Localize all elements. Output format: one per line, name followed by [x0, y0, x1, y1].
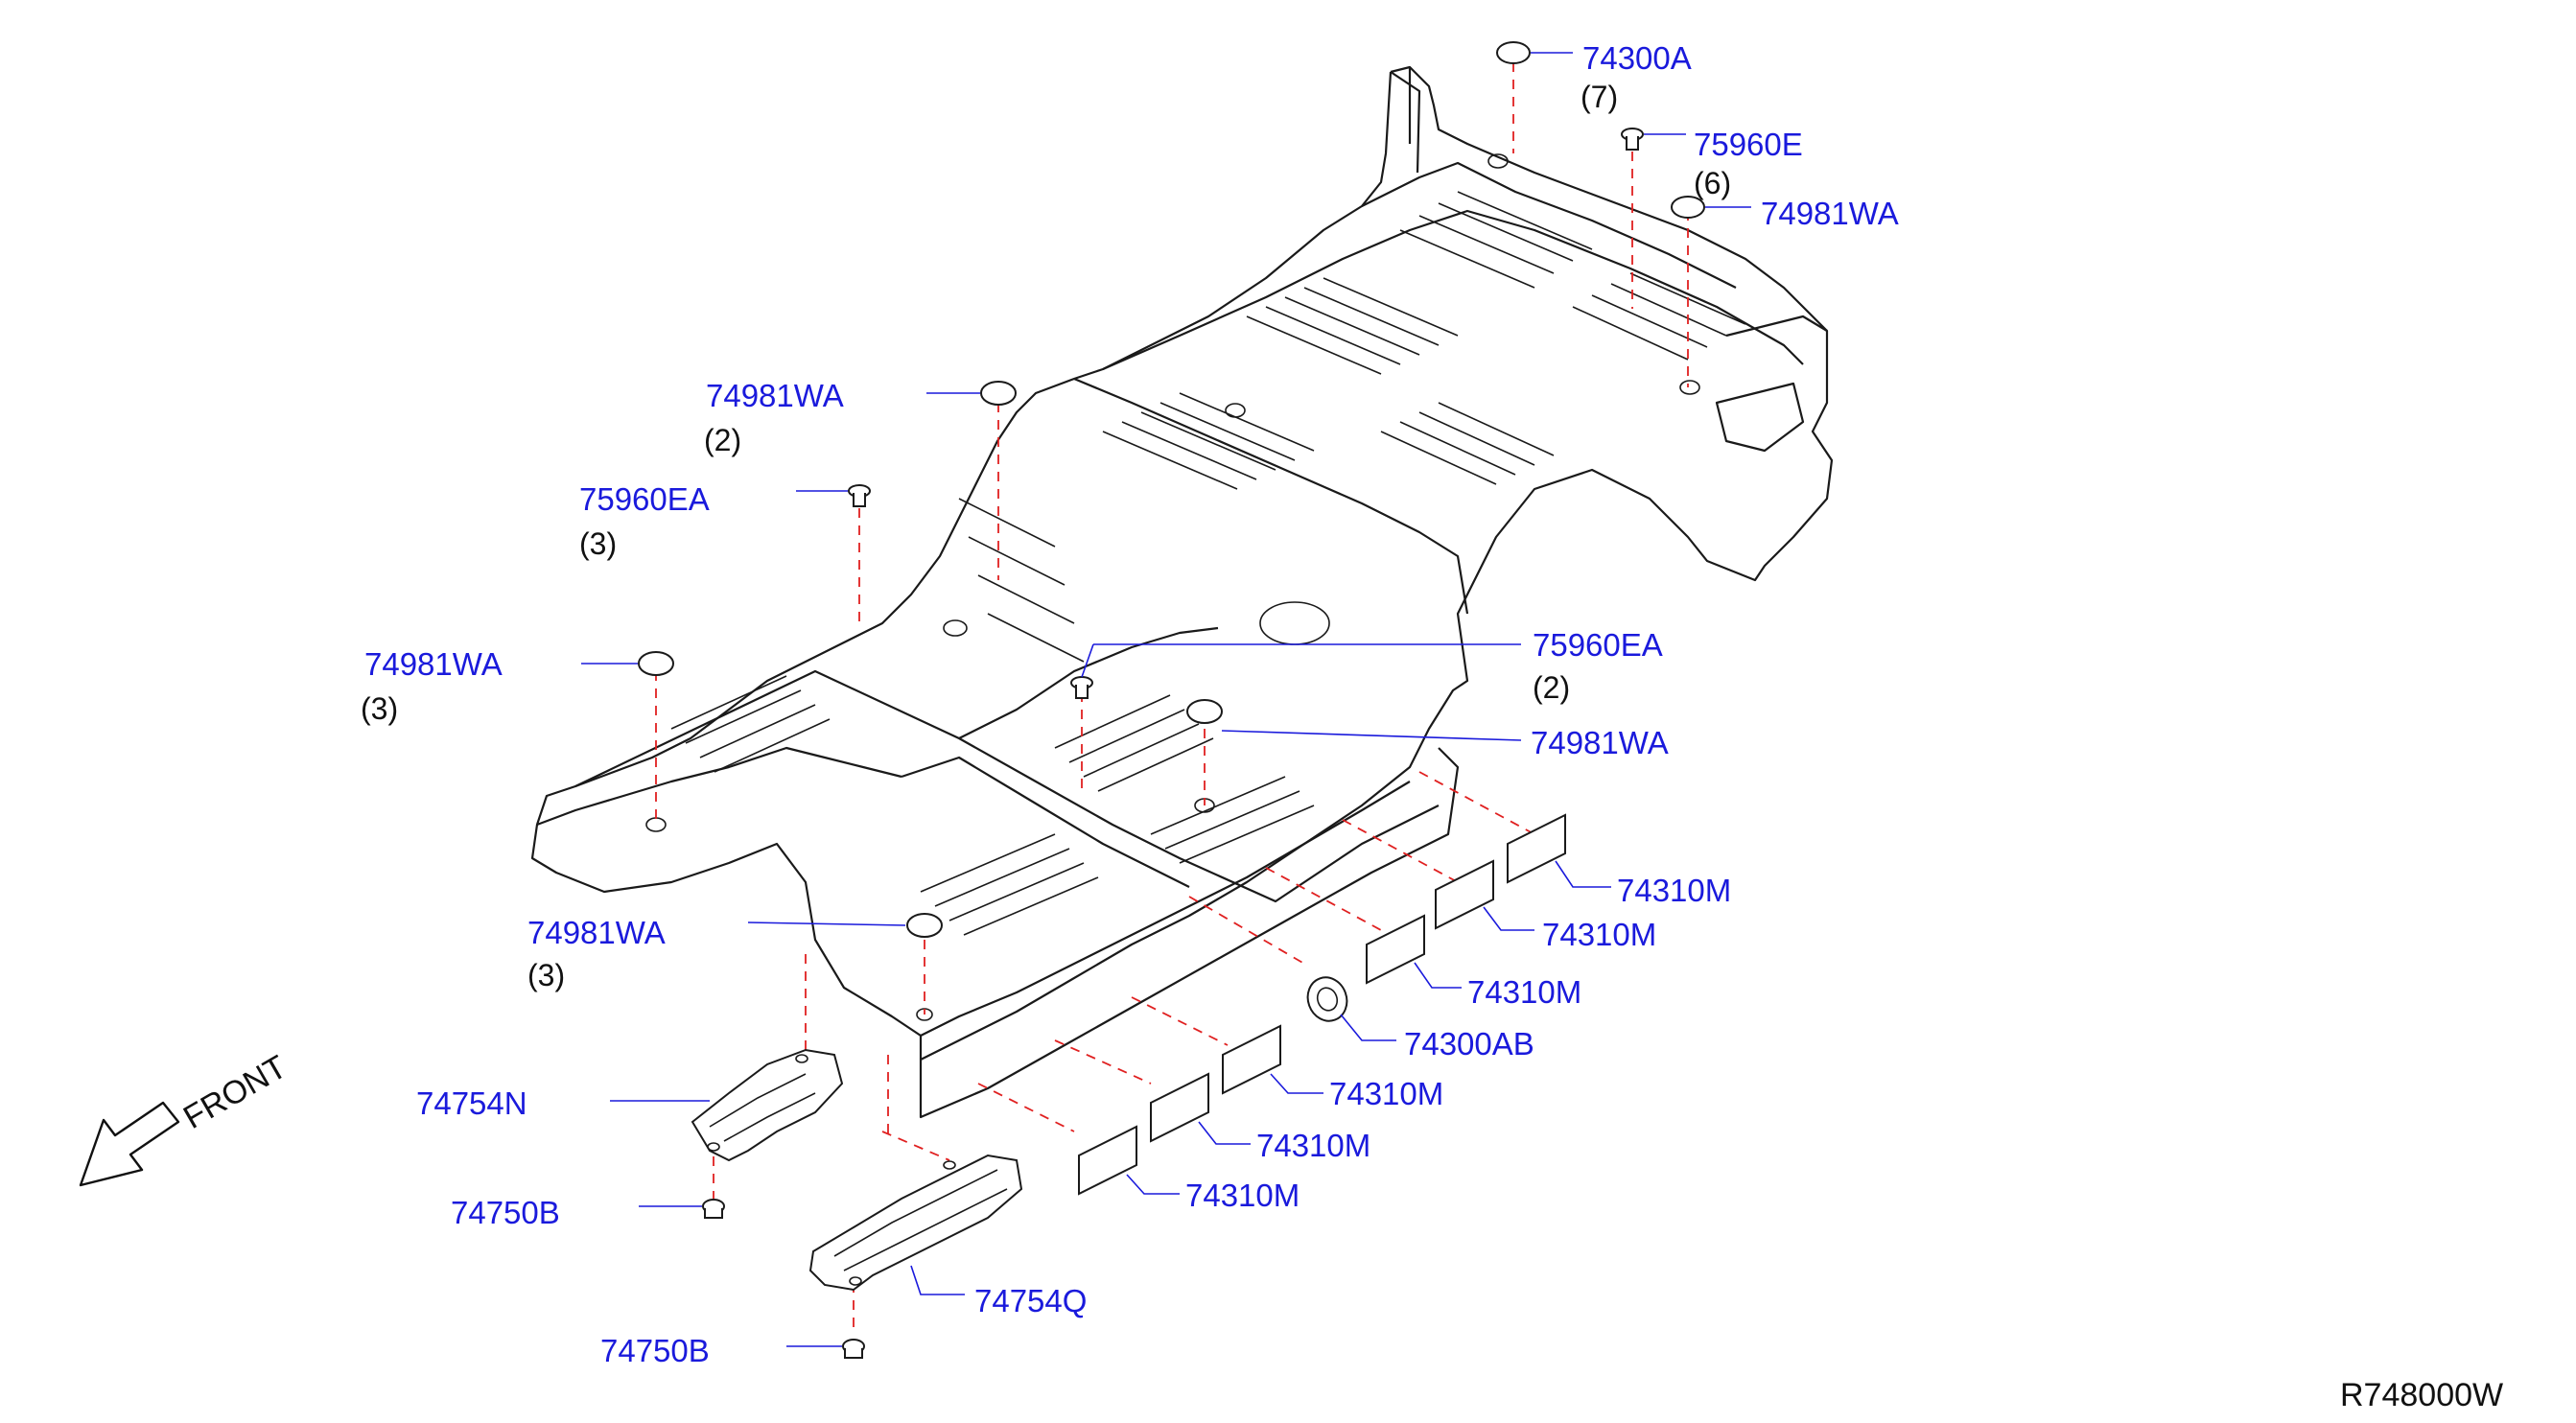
heat-shield-74754Q [808, 1154, 1023, 1292]
label-74300AB: 74300AB [1404, 1026, 1534, 1061]
reference-code: R748000W [2340, 1377, 2503, 1413]
clip-75960EA-left [848, 484, 871, 507]
pad-74310M-4 [1222, 1024, 1281, 1095]
label-74310M-6: 74310M [1185, 1178, 1300, 1213]
plug-74300AB [1306, 976, 1348, 1022]
qty-74981WA-left: (2) [704, 423, 741, 457]
label-74310M-3: 74310M [1467, 974, 1581, 1010]
nut-74750B-1 [702, 1199, 725, 1219]
qty-75960E: (6) [1694, 166, 1731, 200]
qty-74981WA-front: (3) [527, 958, 565, 992]
pad-74310M-3 [1366, 914, 1425, 985]
heat-shield-74754N [691, 1048, 844, 1162]
grommet-74981WA-rear [1671, 196, 1705, 219]
alignment-dashes [655, 62, 1689, 1328]
qty-74981WA-mid: (3) [361, 691, 398, 726]
small-parts [638, 41, 1705, 1359]
label-74981WA-mid: 74981WA [364, 646, 503, 682]
grommet-74981WA-front [906, 913, 943, 938]
grommet-74981WA-left [980, 381, 1017, 406]
label-74981WA-rear: 74981WA [1761, 196, 1899, 231]
label-74754Q: 74754Q [974, 1283, 1087, 1318]
callout-labels: 74300A (7) 75960E (6) 74981WA 74981WA (2… [361, 40, 1899, 1368]
pad-74310M-1 [1507, 813, 1566, 884]
qty-75960EA-left: (3) [579, 526, 617, 561]
leader-lines [581, 52, 1751, 1347]
qty-74300A: (7) [1581, 80, 1618, 114]
label-74981WA-front: 74981WA [527, 915, 666, 950]
label-74754N: 74754N [416, 1085, 527, 1121]
label-74750B-1: 74750B [451, 1195, 560, 1230]
label-74981WA-left: 74981WA [706, 378, 844, 413]
label-75960E: 75960E [1694, 127, 1803, 162]
front-arrow-icon [79, 1101, 180, 1187]
clip-75960EA-right [1070, 676, 1093, 699]
grommet-74981WA-right [1186, 699, 1223, 724]
front-direction-indicator: FRONT [79, 1048, 293, 1187]
nut-74750B-2 [842, 1339, 865, 1359]
label-74981WA-right: 74981WA [1531, 725, 1669, 760]
grommet-74981WA-mid [638, 651, 674, 676]
label-74310M-1: 74310M [1617, 873, 1731, 908]
label-74750B-2: 74750B [600, 1333, 710, 1368]
clip-75960E [1621, 128, 1644, 151]
pad-74310M-6 [1078, 1125, 1137, 1196]
grommet-74300A [1496, 41, 1531, 64]
qty-75960EA-right: (2) [1533, 670, 1570, 705]
label-74310M-5: 74310M [1256, 1128, 1370, 1163]
pad-74310M-2 [1435, 859, 1494, 930]
label-75960EA-right: 75960EA [1533, 627, 1663, 663]
front-label: FRONT [177, 1048, 293, 1135]
label-74310M-4: 74310M [1329, 1076, 1443, 1111]
floor-panel-artwork [530, 65, 1834, 1119]
label-74300A: 74300A [1582, 40, 1692, 76]
pad-74310M-5 [1150, 1072, 1209, 1143]
label-75960EA-left: 75960EA [579, 481, 710, 517]
label-74310M-2: 74310M [1542, 917, 1656, 952]
